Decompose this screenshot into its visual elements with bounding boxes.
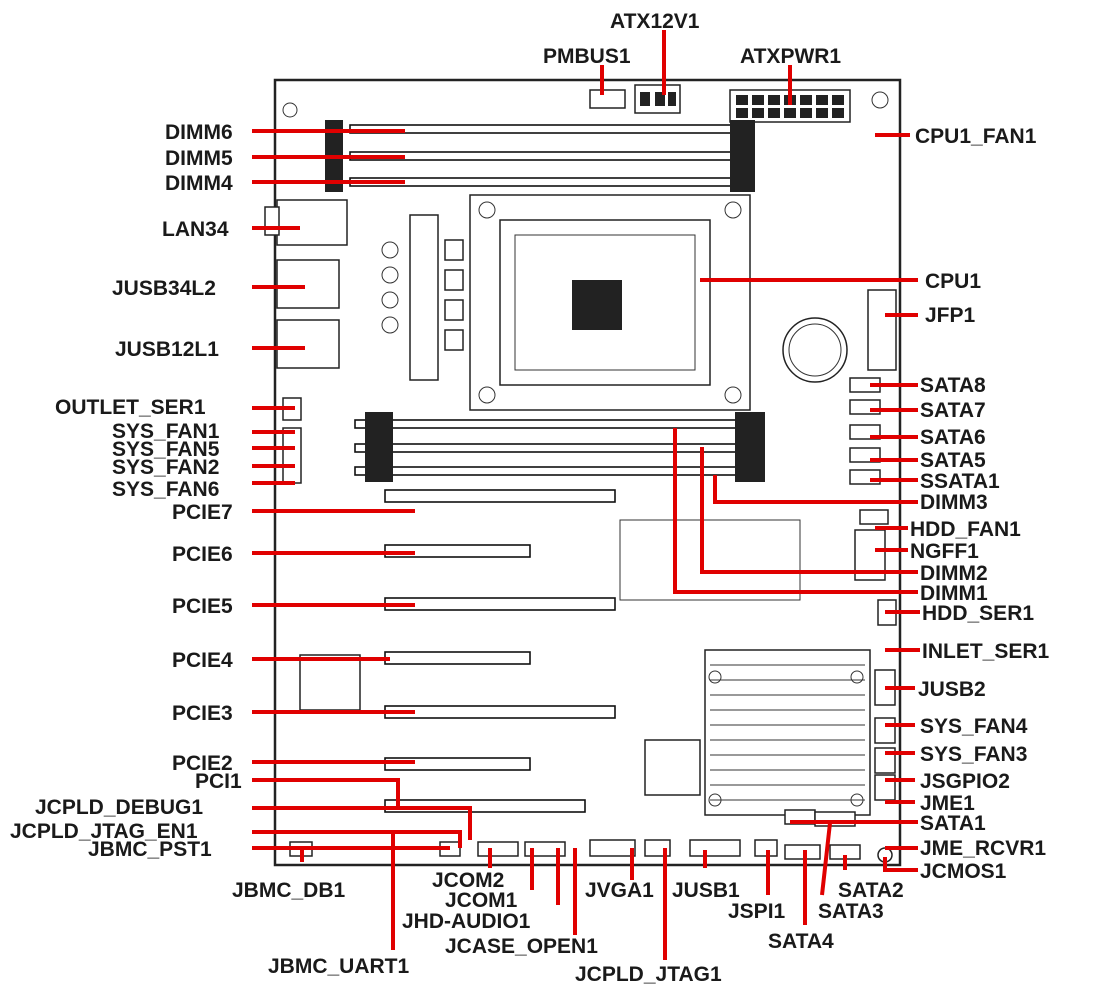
label-jusb2: JUSB2 <box>918 678 986 701</box>
pch-heatsink <box>704 649 871 816</box>
label-jusb1: JUSB1 <box>672 879 740 902</box>
label-sata7: SATA7 <box>920 399 986 422</box>
label-jcpld-jtag1: JCPLD_JTAG1 <box>575 963 722 986</box>
label-pcie5: PCIE5 <box>172 595 233 618</box>
label-sata6: SATA6 <box>920 426 986 449</box>
label-sys-fan3: SYS_FAN3 <box>920 743 1027 766</box>
jusb34l2-port <box>276 259 340 309</box>
label-dimm3: DIMM3 <box>920 491 988 514</box>
label-sata5: SATA5 <box>920 449 986 472</box>
label-sys-fan6: SYS_FAN6 <box>112 478 219 501</box>
label-jfp1: JFP1 <box>925 304 976 327</box>
jcom2-header <box>477 841 519 857</box>
label-dimm2: DIMM2 <box>920 562 988 585</box>
label-hdd-fan1: HDD_FAN1 <box>910 518 1021 541</box>
board-drawing <box>264 78 902 867</box>
label-sys-fan5: SYS_FAN5 <box>112 438 220 461</box>
label-sata2: SATA2 <box>838 879 904 902</box>
label-sata1: SATA1 <box>920 812 986 835</box>
label-sata8: SATA8 <box>920 374 986 397</box>
label-cpu1: CPU1 <box>925 270 981 293</box>
label-sata4: SATA4 <box>768 930 834 953</box>
pcie7-slot <box>384 489 616 503</box>
pmbus1-connector <box>589 89 626 109</box>
dimm5-slot <box>349 151 751 161</box>
label-jcmos1: JCMOS1 <box>920 860 1007 883</box>
label-pcie3: PCIE3 <box>172 702 233 725</box>
label-pcie6: PCIE6 <box>172 543 233 566</box>
label-dimm4: DIMM4 <box>165 172 233 195</box>
label-sys-fan4: SYS_FAN4 <box>920 715 1028 738</box>
label-jhd-audio1: JHD-AUDIO1 <box>402 910 531 933</box>
label-jcpld-debug1: JCPLD_DEBUG1 <box>35 796 203 819</box>
dimm3-slot <box>354 419 756 429</box>
lan34-port <box>276 199 348 246</box>
component-labels: ATX12V1 PMBUS1 ATXPWR1 CPU1_FAN1 DIMM6 D… <box>10 10 1050 986</box>
dimm2-slot <box>354 443 756 453</box>
label-hdd-ser1: HDD_SER1 <box>922 602 1034 625</box>
label-sys-fan2: SYS_FAN2 <box>112 456 219 479</box>
label-pci1: PCI1 <box>195 770 242 793</box>
sys-fan4-header <box>874 717 896 744</box>
label-lan34: LAN34 <box>162 218 229 241</box>
label-atx12v1: ATX12V1 <box>610 10 700 33</box>
label-inlet-ser1: INLET_SER1 <box>922 640 1050 663</box>
label-jcpld-jtag-en1: JCPLD_JTAG_EN1 <box>10 820 198 843</box>
label-sys-fan1: SYS_FAN1 <box>112 420 220 443</box>
label-atxpwr1: ATXPWR1 <box>740 45 841 68</box>
jfp1-header <box>867 289 897 371</box>
label-ngff1: NGFF1 <box>910 540 979 563</box>
jusb12l1-port <box>276 319 340 369</box>
label-dimm5: DIMM5 <box>165 147 233 170</box>
label-pcie7: PCIE7 <box>172 501 233 524</box>
label-jspi1: JSPI1 <box>728 900 786 923</box>
pcie5-slot <box>384 597 616 611</box>
label-cpu1-fan1: CPU1_FAN1 <box>915 125 1037 148</box>
label-dimm6: DIMM6 <box>165 121 233 144</box>
label-ssata1: SSATA1 <box>920 470 1000 493</box>
leader-lines <box>252 30 920 960</box>
dimm6-slot <box>349 124 751 134</box>
label-jsgpio2: JSGPIO2 <box>920 770 1010 793</box>
label-sata3: SATA3 <box>818 900 884 923</box>
label-jcom1: JCOM1 <box>445 889 518 912</box>
hdd-fan1-header <box>859 509 889 525</box>
cmos-battery <box>782 317 848 383</box>
jusb1-header <box>689 839 741 857</box>
pcie4-slot <box>384 651 531 665</box>
label-pcie4: PCIE4 <box>172 649 233 672</box>
label-jusb12l1: JUSB12L1 <box>115 338 219 361</box>
label-jbmc-pst1: JBMC_PST1 <box>88 838 212 861</box>
bmc-chip <box>644 739 701 796</box>
label-jme1: JME1 <box>920 792 975 815</box>
label-outlet-ser1: OUTLET_SER1 <box>55 396 206 419</box>
label-jcase-open1: JCASE_OPEN1 <box>445 935 598 958</box>
label-jbmc-db1: JBMC_DB1 <box>232 879 346 902</box>
pcie3-slot <box>384 705 616 719</box>
sys-fan-headers <box>282 427 302 484</box>
dimm1-slot <box>354 466 756 476</box>
jvga1-header <box>589 839 636 857</box>
label-jbmc-uart1: JBMC_UART1 <box>268 955 410 978</box>
dimm4-slot <box>349 177 751 187</box>
label-jusb34l2: JUSB34L2 <box>112 277 216 300</box>
label-dimm1: DIMM1 <box>920 582 988 605</box>
sata4-connector <box>784 844 821 860</box>
label-pcie2: PCIE2 <box>172 752 233 775</box>
label-jvga1: JVGA1 <box>585 879 654 902</box>
label-pmbus1: PMBUS1 <box>543 45 631 68</box>
jhd-audio1-header <box>524 841 566 857</box>
label-jcom2: JCOM2 <box>432 869 504 892</box>
label-jme-rcvr1: JME_RCVR1 <box>920 837 1046 860</box>
